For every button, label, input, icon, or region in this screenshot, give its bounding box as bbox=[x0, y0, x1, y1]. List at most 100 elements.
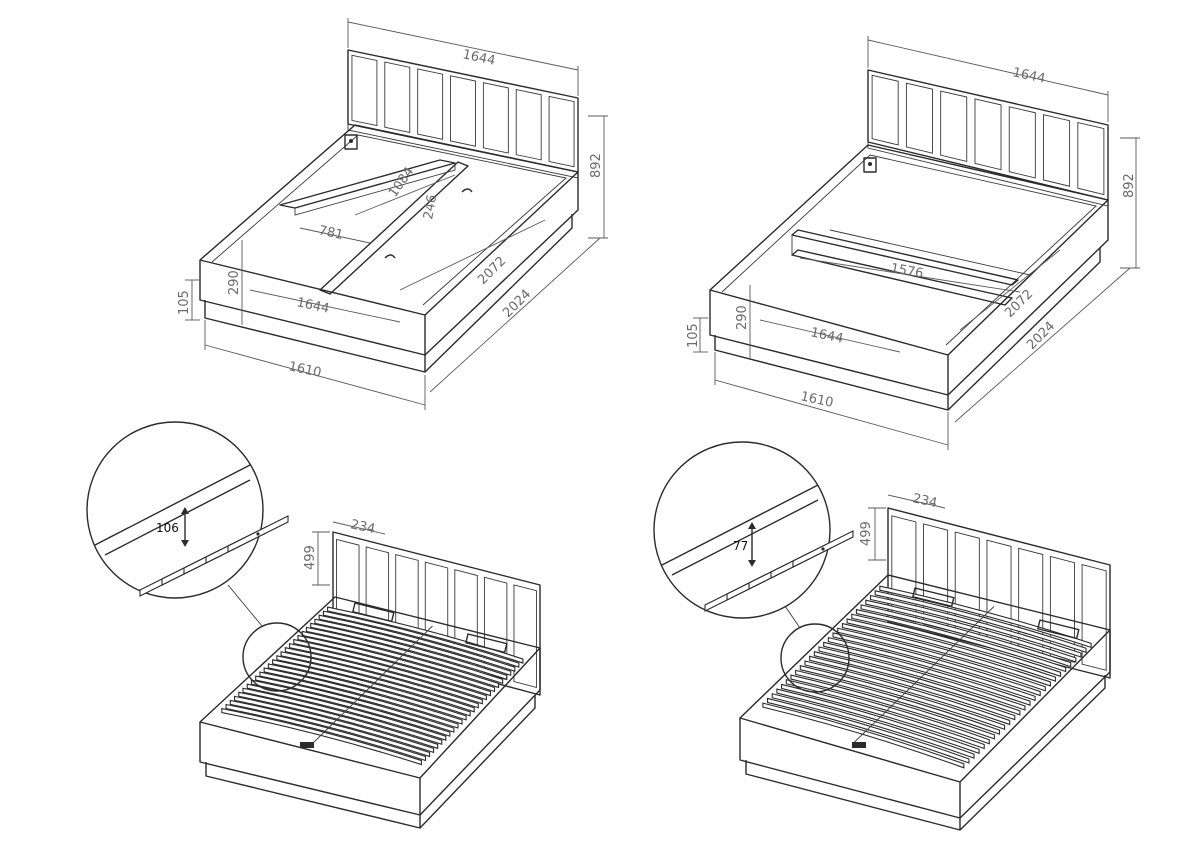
dim-headboard-width: 1644 bbox=[1011, 65, 1046, 87]
dim-headboard-width: 1644 bbox=[461, 47, 496, 69]
view-storage-open: 1644 892 1576 2072 1644 290 105 1610 202… bbox=[686, 36, 1140, 450]
slat bbox=[776, 688, 980, 755]
slat bbox=[322, 610, 520, 668]
slat bbox=[818, 646, 1026, 711]
headboard-panel bbox=[384, 61, 411, 134]
dim-base-height: 105 bbox=[686, 323, 701, 348]
dim-headboard-offset: 234 bbox=[349, 517, 376, 537]
dimensions-3: 499 234 bbox=[303, 517, 386, 586]
slat bbox=[832, 632, 1041, 697]
slat bbox=[795, 669, 1001, 735]
center-rail bbox=[851, 606, 995, 745]
slatted-bed-4 bbox=[739, 574, 1111, 831]
slat bbox=[813, 650, 1021, 716]
dim-overall-length: 2024 bbox=[500, 287, 534, 321]
slat bbox=[246, 683, 447, 741]
dim-inner-length: 2072 bbox=[475, 254, 509, 288]
slat bbox=[846, 618, 1057, 682]
headboard-panel bbox=[974, 98, 1002, 171]
headboard-panel bbox=[1077, 121, 1105, 196]
slat bbox=[276, 655, 475, 713]
headboard-panel bbox=[351, 54, 378, 127]
dim-base-width: 1610 bbox=[287, 359, 322, 381]
headboard-panel bbox=[1043, 114, 1071, 187]
slat bbox=[238, 691, 439, 750]
slat bbox=[305, 626, 504, 685]
slat bbox=[823, 641, 1031, 706]
detail-height-label: 106 bbox=[156, 521, 179, 535]
slat bbox=[272, 659, 471, 717]
slat bbox=[242, 687, 443, 746]
slat bbox=[250, 679, 451, 737]
detail-callout-a: 106 bbox=[86, 421, 312, 692]
slat bbox=[785, 679, 990, 745]
dim-divider-length: 1084 bbox=[386, 165, 417, 201]
slat bbox=[314, 618, 512, 677]
headboard-1 bbox=[347, 49, 579, 179]
dim-compartment-width: 781 bbox=[317, 223, 344, 243]
bed-box-2 bbox=[709, 144, 1109, 411]
dim-headboard-height: 499 bbox=[303, 545, 318, 570]
slat bbox=[284, 646, 483, 705]
slat bbox=[827, 636, 1036, 702]
slat bbox=[855, 608, 1067, 673]
headboard-panel bbox=[417, 68, 444, 140]
slat bbox=[267, 663, 467, 721]
slat bbox=[809, 655, 1016, 721]
slatted-bed-3 bbox=[199, 596, 541, 829]
slat bbox=[865, 599, 1077, 663]
headboard-panel bbox=[513, 584, 537, 689]
headboard-panel bbox=[905, 82, 933, 154]
slat bbox=[837, 627, 1046, 692]
dim-headboard-offset: 234 bbox=[911, 491, 938, 511]
dim-base-width: 1610 bbox=[799, 389, 834, 411]
slat bbox=[263, 667, 463, 725]
slat bbox=[288, 642, 487, 701]
slat bbox=[259, 671, 459, 729]
slat bbox=[841, 622, 1051, 687]
headboard-panel bbox=[871, 74, 899, 146]
slat bbox=[874, 590, 1087, 653]
slat bbox=[851, 613, 1062, 678]
slat bbox=[767, 697, 970, 764]
slat bbox=[771, 693, 975, 759]
dim-headboard-height: 892 bbox=[589, 153, 604, 178]
dimensions-1 bbox=[185, 18, 608, 410]
slat bbox=[804, 660, 1011, 726]
slat bbox=[790, 674, 995, 740]
dim-base-height: 105 bbox=[177, 290, 192, 315]
dim-inner-width: 1644 bbox=[295, 295, 330, 317]
view-slatted-frame-b: 77 499 234 bbox=[653, 441, 1111, 831]
slat bbox=[781, 683, 985, 750]
slat bbox=[318, 614, 516, 672]
slat bbox=[869, 594, 1082, 658]
slat bbox=[280, 651, 479, 709]
slat bbox=[762, 702, 965, 769]
slat bbox=[225, 703, 427, 762]
headboard-panel bbox=[1081, 564, 1107, 671]
slat bbox=[799, 665, 1006, 731]
dim-divider-height: 246 bbox=[421, 194, 440, 221]
dim-box-depth: 290 bbox=[735, 305, 750, 330]
dimensions-4: 499 234 bbox=[859, 491, 946, 561]
headboard-panel bbox=[450, 75, 476, 147]
dim-inner-width: 1644 bbox=[809, 325, 844, 347]
dim-headboard-height: 892 bbox=[1122, 173, 1137, 198]
slat bbox=[293, 638, 491, 697]
headboard-panel bbox=[515, 88, 542, 161]
center-rail bbox=[311, 625, 433, 745]
view-storage-dividers: 1644 892 1084 246 781 2072 1644 290 105 … bbox=[177, 18, 608, 410]
slat bbox=[255, 675, 455, 733]
slat bbox=[310, 622, 508, 681]
slat bbox=[327, 606, 524, 664]
headboard-panel bbox=[940, 90, 968, 163]
slat bbox=[860, 604, 1072, 668]
headboard-panel bbox=[1008, 106, 1036, 179]
slat bbox=[301, 630, 500, 689]
slat bbox=[221, 707, 422, 766]
slat bbox=[297, 634, 496, 693]
slat bbox=[233, 695, 435, 754]
dimension-labels-1: 1644 892 1084 246 781 2072 1644 290 105 … bbox=[177, 47, 604, 381]
dim-headboard-height: 499 bbox=[859, 521, 874, 546]
